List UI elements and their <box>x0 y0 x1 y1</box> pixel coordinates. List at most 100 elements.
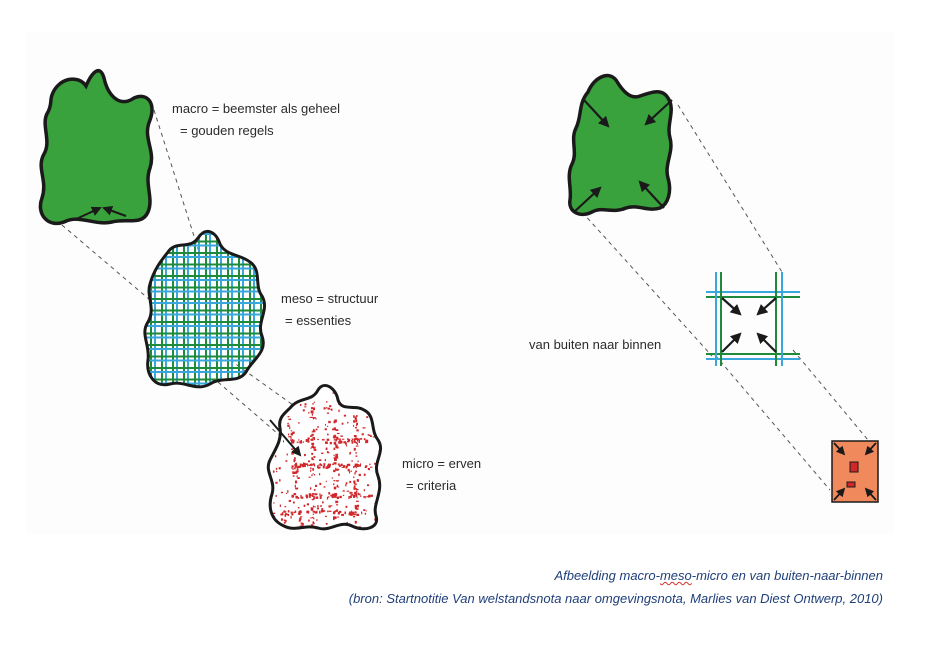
micro-dot <box>356 429 359 432</box>
micro-dot <box>320 510 324 513</box>
micro-dot <box>350 492 353 494</box>
micro-dot <box>358 439 360 441</box>
micro-dot <box>288 436 292 438</box>
micro-dot <box>370 400 374 404</box>
micro-dot <box>329 463 331 467</box>
micro-dot <box>326 438 330 441</box>
inward-arrow-bottom-right <box>638 180 665 209</box>
micro-dot <box>335 468 339 471</box>
meso-arrow-bottom-left <box>721 332 742 353</box>
micro-dot <box>336 446 339 449</box>
micro-dot <box>275 495 277 497</box>
micro-dot <box>312 463 315 466</box>
micro-dot <box>307 440 310 443</box>
micro-dot <box>311 433 314 436</box>
micro-dot <box>317 466 320 469</box>
micro-dot <box>313 437 316 441</box>
micro-dot <box>291 465 294 468</box>
micro-arrow-top-right <box>864 442 877 456</box>
micro-dot <box>333 427 337 431</box>
micro-dot <box>354 472 356 475</box>
micro-dot <box>336 486 340 488</box>
micro-dot <box>356 496 358 499</box>
micro-dot <box>314 474 316 476</box>
micro-dot <box>280 518 283 521</box>
micro-dot <box>353 424 355 427</box>
micro-dot <box>281 512 284 515</box>
micro-dot <box>335 504 339 506</box>
micro-dot <box>287 416 290 418</box>
micro-dot <box>284 506 287 508</box>
micro-dot <box>345 444 348 447</box>
micro-dot <box>344 511 347 515</box>
micro-dot <box>333 439 335 441</box>
micro-dot <box>374 424 377 426</box>
micro-dot <box>289 399 292 402</box>
micro-dot <box>305 494 308 498</box>
micro-dot <box>289 394 292 397</box>
micro-dot <box>290 516 292 519</box>
micro-dot <box>300 496 304 499</box>
micro-label-line2: = criteria <box>406 478 457 493</box>
micro-dot <box>365 440 368 444</box>
micro-dot <box>305 463 308 466</box>
micro-dot <box>291 452 295 454</box>
micro-dot <box>314 464 316 467</box>
micro-dot <box>319 466 321 469</box>
micro-dot <box>319 463 322 465</box>
micro-dot <box>313 428 315 432</box>
micro-dot <box>355 483 357 486</box>
micro-dot <box>310 507 314 511</box>
micro-dot <box>295 462 297 465</box>
micro-dot <box>337 516 339 518</box>
micro-dot <box>326 496 329 500</box>
meso-label-line2: = essenties <box>285 313 352 328</box>
micro-dot <box>281 513 284 516</box>
micro-dot <box>311 499 315 501</box>
macro-shape <box>38 69 154 226</box>
micro-dot <box>370 494 373 497</box>
micro-dot <box>355 419 358 423</box>
micro-dot <box>302 441 305 443</box>
micro-dot <box>302 409 305 412</box>
micro-dot <box>364 427 366 429</box>
micro-dot <box>319 473 321 476</box>
micro-dot <box>310 469 312 472</box>
micro-dot <box>325 441 328 444</box>
micro-dot <box>332 463 334 466</box>
micro-dot <box>341 466 345 468</box>
micro-dot <box>353 440 356 443</box>
micro-dot <box>350 494 352 498</box>
micro-dot <box>332 428 335 431</box>
micro-dot <box>308 496 311 498</box>
micro-dot <box>312 505 315 507</box>
micro-dot <box>296 468 299 471</box>
micro-dot <box>365 439 368 442</box>
micro-dot <box>294 510 297 513</box>
micro-dot <box>337 468 340 471</box>
micro-dot <box>322 465 325 469</box>
buiten-naar-binnen-label: van buiten naar binnen <box>529 337 662 352</box>
micro-dot <box>313 517 315 520</box>
micro-dot <box>355 500 359 502</box>
micro-dot <box>368 434 371 437</box>
micro-dot <box>354 488 357 490</box>
micro-shape <box>266 384 383 531</box>
micro-dot <box>344 442 347 445</box>
micro-dot <box>329 510 332 512</box>
micro-dot <box>355 436 357 439</box>
micro-dot <box>334 516 337 519</box>
micro-dot <box>348 511 352 513</box>
micro-dot <box>310 447 312 449</box>
micro-dot <box>334 419 337 423</box>
micro-dot <box>285 519 287 523</box>
micro-dot <box>312 497 316 500</box>
micro-dot <box>293 511 296 514</box>
micro-dot <box>298 439 300 441</box>
micro-arrow <box>269 419 302 457</box>
micro-dot <box>307 464 309 467</box>
micro-dot <box>363 509 366 511</box>
micro-dot <box>312 444 314 446</box>
micro-dot <box>312 468 315 471</box>
micro-dot <box>292 475 295 477</box>
